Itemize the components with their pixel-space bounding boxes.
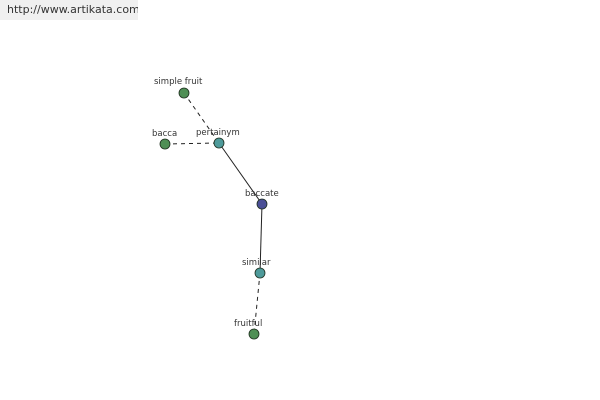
node-label-similar: similar <box>242 258 271 268</box>
node-simple-fruit[interactable]: simple fruit <box>154 77 203 99</box>
node-fruitful[interactable]: fruitful <box>234 319 262 340</box>
source-url[interactable]: http://www.artikata.com <box>0 0 138 20</box>
node-label-pertainym: pertainym <box>196 128 240 138</box>
node-similar[interactable]: similar <box>242 258 271 279</box>
edge-similar-fruitful <box>253 272 261 335</box>
node-label-simple-fruit: simple fruit <box>154 77 203 87</box>
node-circle-bacca[interactable] <box>159 138 171 150</box>
node-baccate[interactable]: baccate <box>245 189 279 210</box>
node-circle-fruitful[interactable] <box>248 328 260 340</box>
graph-edges <box>164 92 263 335</box>
node-circle-pertainym[interactable] <box>213 137 225 149</box>
node-label-bacca: bacca <box>152 129 177 139</box>
node-circle-similar[interactable] <box>254 267 266 279</box>
edge-baccate-similar <box>259 203 263 274</box>
edge-simple-fruit-pertainym <box>183 92 220 144</box>
node-label-baccate: baccate <box>245 189 279 199</box>
node-bacca[interactable]: bacca <box>152 129 177 150</box>
node-pertainym[interactable]: pertainym <box>196 128 240 149</box>
node-circle-simple-fruit[interactable] <box>178 87 190 99</box>
edge-bacca-pertainym <box>164 142 220 145</box>
node-circle-baccate[interactable] <box>256 198 268 210</box>
graph-nodes: simple fruit bacca pertainym baccate similar… <box>152 77 279 340</box>
edge-pertainym-baccate <box>218 142 263 205</box>
node-label-fruitful: fruitful <box>234 319 262 329</box>
